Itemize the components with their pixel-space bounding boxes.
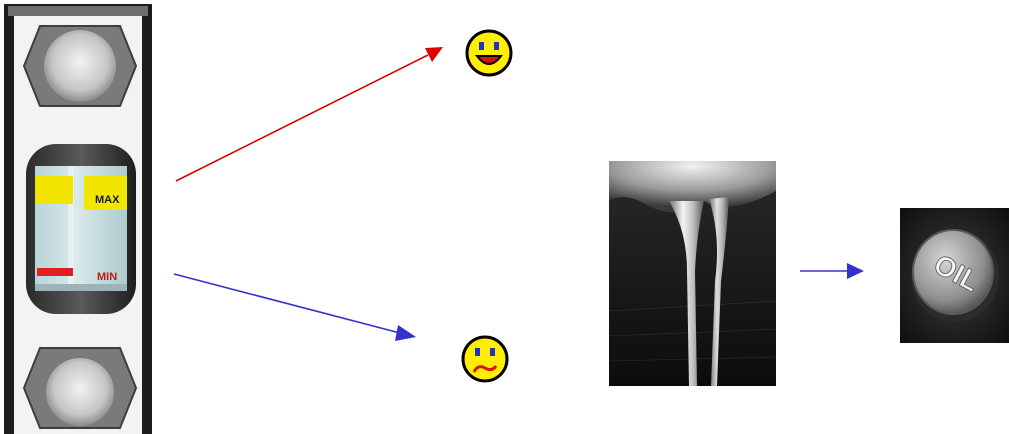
- oil-cap-photo: OIL: [900, 208, 1009, 343]
- max-marker: [35, 176, 73, 204]
- min-label: MIN: [97, 271, 117, 283]
- smiley-happy-icon: [464, 28, 514, 78]
- pouring-oil-photo: [609, 161, 776, 386]
- top-bolt-icon: [24, 26, 136, 106]
- max-label: MAX: [95, 194, 120, 206]
- min-marker: [37, 268, 73, 276]
- smiley-sad-icon: [460, 334, 510, 384]
- bottom-bolt-icon: [24, 348, 136, 428]
- arrow-to-happy-icon: [176, 47, 443, 181]
- sight-glass: MAX MIN: [26, 144, 136, 314]
- arrow-to-cap-icon: [800, 263, 864, 279]
- arrow-to-sad-icon: [174, 274, 416, 341]
- oil-level-gauge: MAX MIN: [4, 4, 154, 434]
